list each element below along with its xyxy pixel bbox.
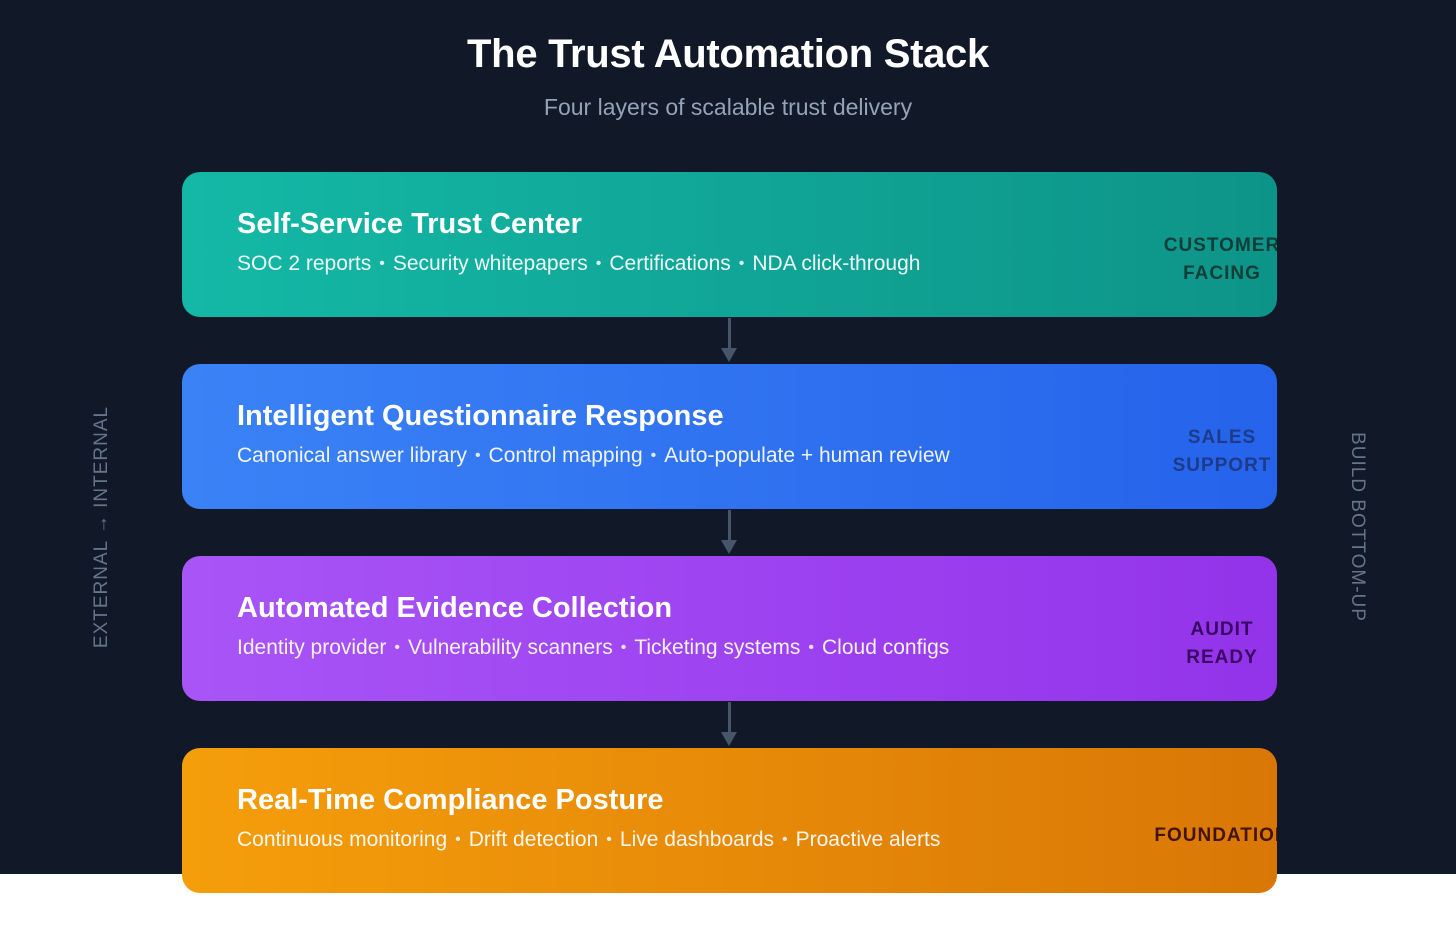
layer-item: SOC 2 reports — [237, 252, 372, 275]
layer-item: Live dashboards — [619, 828, 775, 851]
layer-item: Cloud configs — [822, 636, 950, 659]
diagram-title: The Trust Automation Stack — [467, 32, 989, 76]
bullet-separator: • — [808, 639, 815, 656]
layer-items: Canonical answer library • Control mappi… — [237, 444, 950, 468]
layer-trust-center: Self-Service Trust Center SOC 2 reports … — [182, 172, 1277, 317]
layer-compliance-posture: Real-Time Compliance Posture Continuous … — [182, 748, 1277, 893]
layer-item: Identity provider — [237, 636, 387, 659]
layer-item: Certifications — [609, 252, 731, 275]
layer-items: SOC 2 reports • Security whitepapers • C… — [237, 252, 920, 276]
connector-line — [728, 510, 731, 544]
bullet-separator: • — [782, 831, 788, 848]
bullet-separator: • — [379, 255, 385, 272]
down-arrow-connector — [721, 318, 737, 364]
layer-items: Identity provider • Vulnerability scanne… — [237, 636, 949, 660]
bullet-separator: • — [738, 255, 745, 272]
layer-item: NDA click-through — [752, 252, 921, 275]
layer-item: Control mapping — [488, 444, 643, 467]
connector-line — [728, 702, 731, 736]
down-arrow-connector — [721, 510, 737, 556]
layer-item: Auto-populate + human review — [664, 444, 950, 467]
bullet-separator: • — [474, 447, 481, 464]
bullet-separator: • — [650, 447, 657, 464]
layer-item: Canonical answer library — [237, 444, 467, 467]
connector-line — [728, 318, 731, 352]
bullet-separator: • — [595, 255, 602, 272]
layer-title: Self-Service Trust Center — [237, 208, 582, 240]
side-label-external-internal: EXTERNAL → INTERNAL — [91, 405, 112, 649]
diagram-canvas: The Trust Automation Stack Four layers o… — [0, 0, 1456, 893]
layer-evidence-collection: Automated Evidence Collection Identity p… — [182, 556, 1277, 701]
layer-item: Proactive alerts — [795, 828, 941, 851]
badge-line: CUSTOMER — [1163, 235, 1277, 256]
layer-item: Continuous monitoring — [237, 828, 448, 851]
layer-badge: FOUNDATION — [1122, 822, 1277, 850]
layer-badge: SALES SUPPORT — [1122, 424, 1277, 480]
badge-line: AUDIT — [1190, 619, 1254, 640]
bullet-separator: • — [620, 639, 627, 656]
down-arrow-connector — [721, 702, 737, 748]
layer-item: Ticketing systems — [634, 636, 801, 659]
layer-title: Real-Time Compliance Posture — [237, 784, 664, 816]
bullet-separator: • — [394, 639, 401, 656]
badge-line: FACING — [1183, 263, 1261, 284]
layer-item: Vulnerability scanners — [408, 636, 613, 659]
layer-badge: CUSTOMER FACING — [1122, 232, 1277, 288]
side-label-build-bottom-up: BUILD BOTTOM-UP — [1347, 432, 1368, 622]
layer-item: Drift detection — [468, 828, 599, 851]
bullet-separator: • — [455, 831, 461, 848]
arrow-down-icon — [721, 348, 737, 362]
badge-line: SUPPORT — [1172, 455, 1272, 476]
arrow-down-icon — [721, 732, 737, 746]
diagram-subtitle: Four layers of scalable trust delivery — [543, 94, 913, 120]
layer-title: Intelligent Questionnaire Response — [237, 400, 724, 432]
layer-questionnaire-response: Intelligent Questionnaire Response Canon… — [182, 364, 1277, 509]
arrow-down-icon — [721, 540, 737, 554]
layer-item: Security whitepapers — [392, 252, 588, 275]
layer-badge: AUDIT READY — [1122, 616, 1277, 672]
layer-title: Automated Evidence Collection — [237, 592, 673, 624]
bullet-separator: • — [606, 831, 612, 848]
layer-items: Continuous monitoring • Drift detection … — [237, 828, 940, 852]
badge-line: FOUNDATION — [1154, 825, 1277, 846]
badge-line: SALES — [1187, 427, 1257, 448]
badge-line: READY — [1186, 647, 1258, 668]
